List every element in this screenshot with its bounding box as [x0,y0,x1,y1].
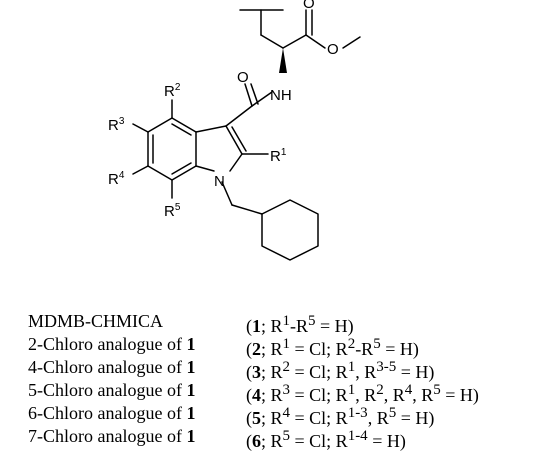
r4-label: R4 [108,170,125,188]
r3-label: R3 [108,116,125,134]
r2-label: R2 [164,82,181,100]
compound-legend: MDMB-CHMICA (1; R1-R5 = H) 2-Chloro anal… [28,310,548,451]
cyclohexylmethyl-bonds [221,181,319,261]
compound-row-6: 7-Chloro analogue of 1 (6; R5 = Cl; R1-4… [28,425,548,451]
compound-substitution: (2; R1 = Cl; R2-R5 = H) [246,336,419,359]
compound-name: MDMB-CHMICA [28,311,164,331]
compound-row-5: 6-Chloro analogue of 1 (5; R4 = Cl; R1-3… [28,402,548,428]
pyrrole-ring-bonds [195,125,269,172]
benzene-ring-bonds [147,117,197,181]
stereo-wedge-bond [279,48,287,73]
compound-name: 2-Chloro analogue of 1 [28,334,196,354]
ester-bonds [282,9,361,49]
nh-label: NH [270,87,292,104]
r5-label: R5 [164,202,181,220]
amide-bonds [225,83,273,127]
compound-substitution: (1; R1-R5 = H) [246,313,354,336]
compound-substitution: (3; R2 = Cl; R1, R3-5 = H) [246,359,435,382]
chemical-structure: O O NH O N R1 R2 R3 R4 R5 [108,0,361,261]
compound-row-4: 5-Chloro analogue of 1 (4; R3 = Cl; R1, … [28,379,548,405]
compound-name: 4-Chloro analogue of 1 [28,357,196,377]
compound-row-1: MDMB-CHMICA (1; R1-R5 = H) [28,310,548,336]
compound-substitution: (4; R3 = Cl; R1, R2, R4, R5 = H) [246,382,479,405]
compound-row-3: 4-Chloro analogue of 1 (3; R2 = Cl; R1, … [28,356,548,382]
compound-name: 5-Chloro analogue of 1 [28,380,196,400]
compound-substitution: (6; R5 = Cl; R1-4 = H) [246,428,406,451]
nitrogen-label: N [214,173,225,190]
r1-label: R1 [270,147,287,165]
substituent-bonds [132,99,173,199]
oxygen-amide-label: O [237,69,249,86]
oxygen-ester-label: O [327,41,339,58]
compound-row-2: 2-Chloro analogue of 1 (2; R1 = Cl; R2-R… [28,333,548,359]
compound-name: 6-Chloro analogue of 1 [28,403,196,423]
compound-name: 7-Chloro analogue of 1 [28,426,196,446]
compound-substitution: (5; R4 = Cl; R1-3, R5 = H) [246,405,435,428]
tert-butyl-bonds [239,9,284,49]
oxygen-carbonyl-ester-label: O [303,0,315,12]
